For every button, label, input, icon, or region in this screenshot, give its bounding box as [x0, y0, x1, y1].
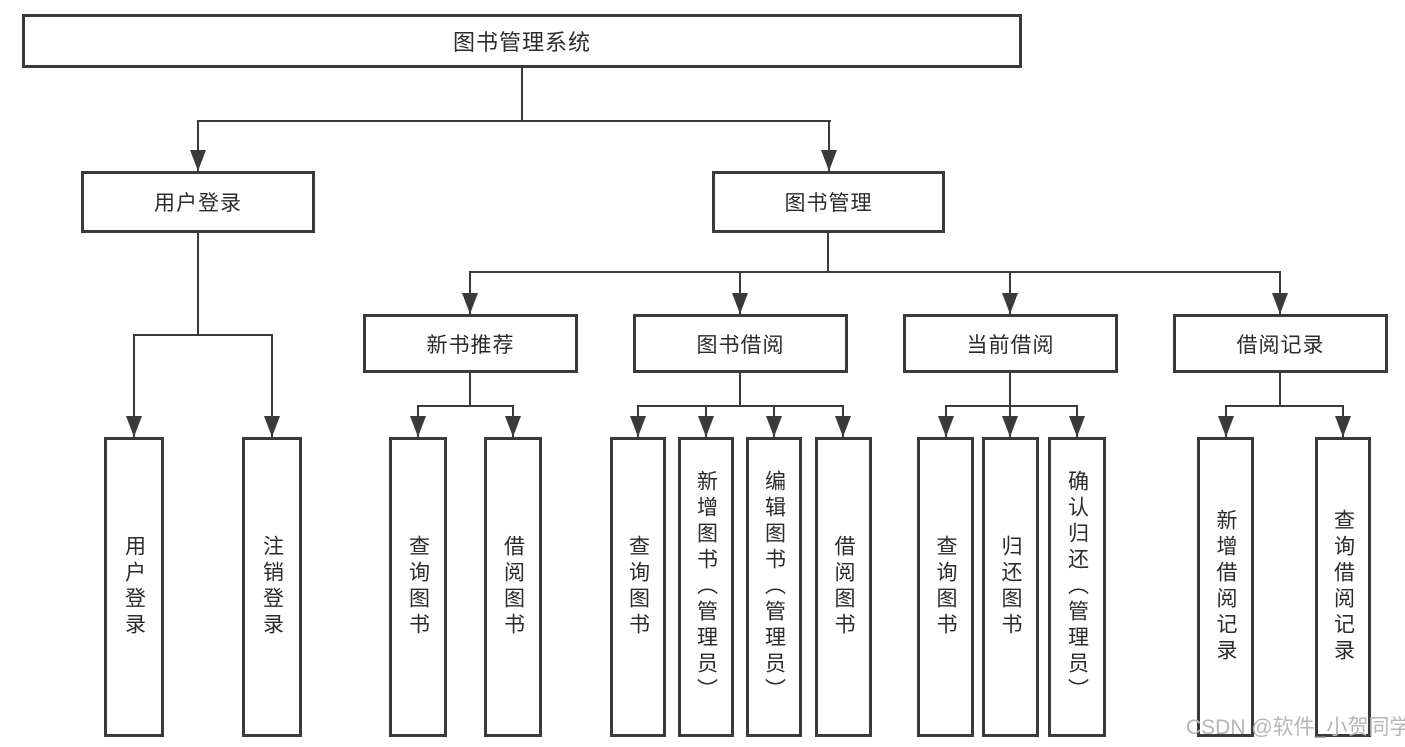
- arrowhead-down-icon: [505, 416, 521, 437]
- leaf-borrow-edit-book-admin: 编辑图书（管理员）: [746, 437, 802, 737]
- csdn-watermark: CSDN @软件_小贺同学: [1186, 716, 1405, 739]
- connector-line: [1009, 373, 1011, 407]
- node-label: 新书推荐: [426, 333, 515, 357]
- leaf-record-query-borrow-record: 查询借阅记录: [1315, 437, 1371, 737]
- connector-line: [1225, 405, 1344, 407]
- arrowhead-down-icon: [821, 150, 837, 171]
- node-user-login-group: 用户登录: [81, 171, 315, 233]
- connector-line: [197, 120, 199, 171]
- arrowhead-down-icon: [1218, 416, 1234, 437]
- node-label: 编辑图书（管理员）: [762, 470, 786, 704]
- arrowhead-down-icon: [264, 416, 280, 437]
- arrowhead-down-icon: [835, 416, 851, 437]
- arrowhead-down-icon: [1272, 293, 1288, 314]
- leaf-record-add-borrow-record: 新增借阅记录: [1197, 437, 1254, 737]
- arrowhead-down-icon: [732, 293, 748, 314]
- connector-line: [197, 120, 831, 122]
- arrowhead-down-icon: [1002, 416, 1018, 437]
- node-label: 查询图书: [934, 535, 957, 639]
- leaf-current-return-book: 归还图书: [982, 437, 1039, 737]
- connector-line: [133, 334, 135, 437]
- arrowhead-down-icon: [938, 416, 954, 437]
- node-label: 当前借阅: [966, 333, 1055, 357]
- connector-line: [637, 405, 844, 407]
- node-label: 图书管理: [784, 192, 873, 215]
- arrowhead-down-icon: [766, 416, 782, 437]
- leaf-logout: 注销登录: [242, 437, 302, 737]
- node-label: 注销登录: [260, 535, 284, 639]
- node-label: 查询图书: [406, 535, 430, 639]
- arrowhead-down-icon: [410, 416, 426, 437]
- connector-line: [1279, 373, 1281, 407]
- node-label: 确认归还（管理员）: [1065, 470, 1089, 704]
- node-borrow-record: 借阅记录: [1173, 314, 1388, 373]
- leaf-borrow-query-book: 查询图书: [610, 437, 666, 737]
- node-book-management: 图书管理: [712, 171, 945, 233]
- connector-line: [133, 334, 273, 336]
- arrowhead-down-icon: [630, 416, 646, 437]
- leaf-borrow-borrow-book: 借阅图书: [815, 437, 872, 737]
- node-label: 新增借阅记录: [1214, 509, 1237, 665]
- node-label: 借阅记录: [1236, 333, 1325, 357]
- connector-line: [417, 405, 514, 407]
- leaf-recommend-borrow-book: 借阅图书: [484, 437, 542, 737]
- leaf-borrow-add-book-admin: 新增图书（管理员）: [678, 437, 734, 737]
- connector-line: [739, 373, 741, 407]
- arrowhead-down-icon: [462, 293, 478, 314]
- node-book-borrow: 图书借阅: [633, 314, 848, 373]
- node-current-borrow: 当前借阅: [903, 314, 1118, 373]
- arrowhead-down-icon: [698, 416, 714, 437]
- arrowhead-down-icon: [126, 416, 142, 437]
- node-label: 查询图书: [626, 535, 650, 639]
- leaf-user-login: 用户登录: [104, 437, 164, 737]
- node-root-system: 图书管理系统: [22, 14, 1022, 68]
- node-label: 用户登录: [122, 535, 146, 639]
- leaf-current-confirm-return-admin: 确认归还（管理员）: [1048, 437, 1106, 737]
- node-label: 图书管理系统: [452, 30, 591, 55]
- node-label: 借阅图书: [832, 535, 855, 639]
- node-label: 用户登录: [154, 192, 242, 215]
- leaf-current-query-book: 查询图书: [917, 437, 974, 737]
- arrowhead-down-icon: [1002, 293, 1018, 314]
- node-label: 图书借阅: [696, 333, 785, 357]
- connector-line: [828, 120, 830, 171]
- node-new-book-recommend: 新书推荐: [363, 314, 578, 373]
- leaf-recommend-query-book: 查询图书: [389, 437, 447, 737]
- connector-line: [521, 68, 523, 122]
- arrowhead-down-icon: [1335, 416, 1351, 437]
- node-label: 借阅图书: [501, 535, 525, 639]
- connector-line: [197, 233, 199, 336]
- node-label: 归还图书: [999, 535, 1022, 639]
- node-label: 新增图书（管理员）: [694, 470, 718, 704]
- connector-line: [827, 233, 829, 273]
- node-label: 查询借阅记录: [1331, 509, 1355, 665]
- arrowhead-down-icon: [1069, 416, 1085, 437]
- arrowhead-down-icon: [190, 150, 206, 171]
- connector-line: [469, 271, 1281, 273]
- connector-line: [469, 373, 471, 407]
- connector-line: [271, 334, 273, 437]
- connector-line: [945, 405, 1078, 407]
